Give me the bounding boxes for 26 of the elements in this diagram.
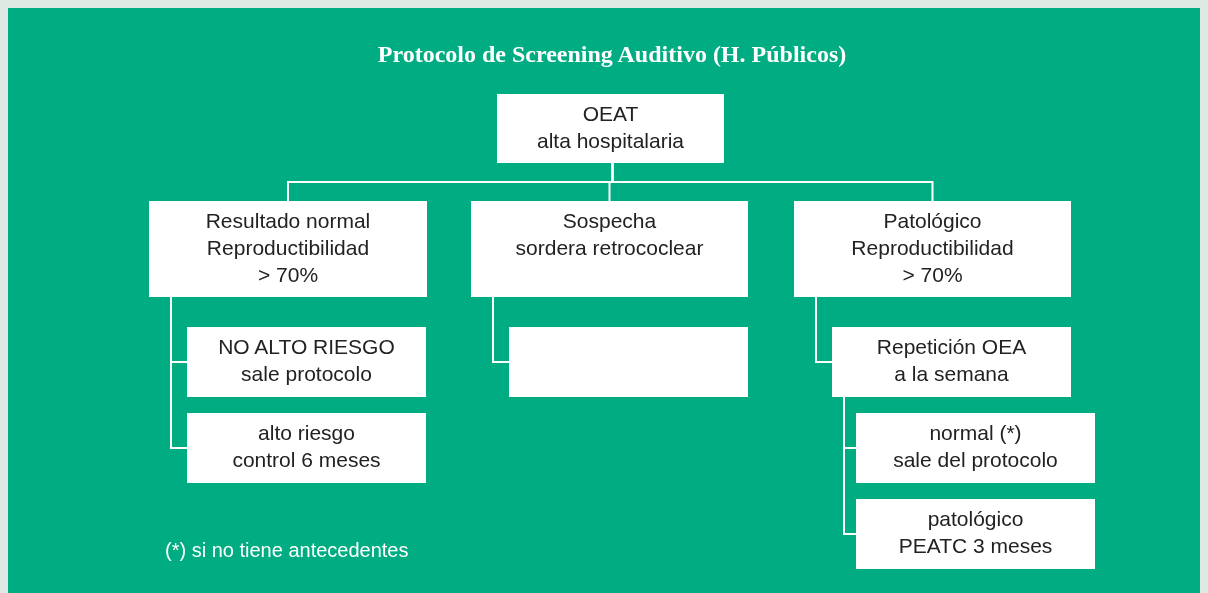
process-box: [832, 327, 1071, 397]
box-text: Repetición OEA a la semana: [876, 334, 1027, 387]
connector-line: [492, 296, 510, 363]
connector-line: [170, 296, 188, 449]
box-text: alto riesgo control 6 meses: [232, 420, 381, 473]
process-box: [497, 94, 724, 163]
box-text: Resultado normal Reproductibilidad > 70%: [205, 208, 371, 288]
process-box: [794, 201, 1071, 297]
title: Protocolo de Screening Auditivo (H. Públicos): [376, 40, 848, 69]
process-box: [187, 413, 426, 483]
process-box: [187, 327, 426, 397]
empty-box: [509, 327, 748, 397]
box-text: Sospecha sordera retrococlear: [515, 208, 704, 261]
connector-line: [815, 296, 833, 363]
connector-line: [843, 396, 857, 535]
box-text: patológico PEATC 3 meses: [898, 506, 1053, 559]
process-box: [856, 413, 1095, 483]
box-text: NO ALTO RIESGO sale protocolo: [218, 334, 395, 387]
process-box: [471, 201, 748, 297]
box-text: normal (*) sale del protocolo: [893, 420, 1058, 473]
process-box: [856, 499, 1095, 569]
footnote: (*) si no tiene antecedentes: [165, 538, 409, 563]
box-text: OEAT alta hospitalaria: [536, 101, 685, 154]
box-text: Patológico Reproductibilidad > 70%: [851, 208, 1014, 288]
connector-line: [611, 162, 934, 202]
process-box: [149, 201, 427, 297]
